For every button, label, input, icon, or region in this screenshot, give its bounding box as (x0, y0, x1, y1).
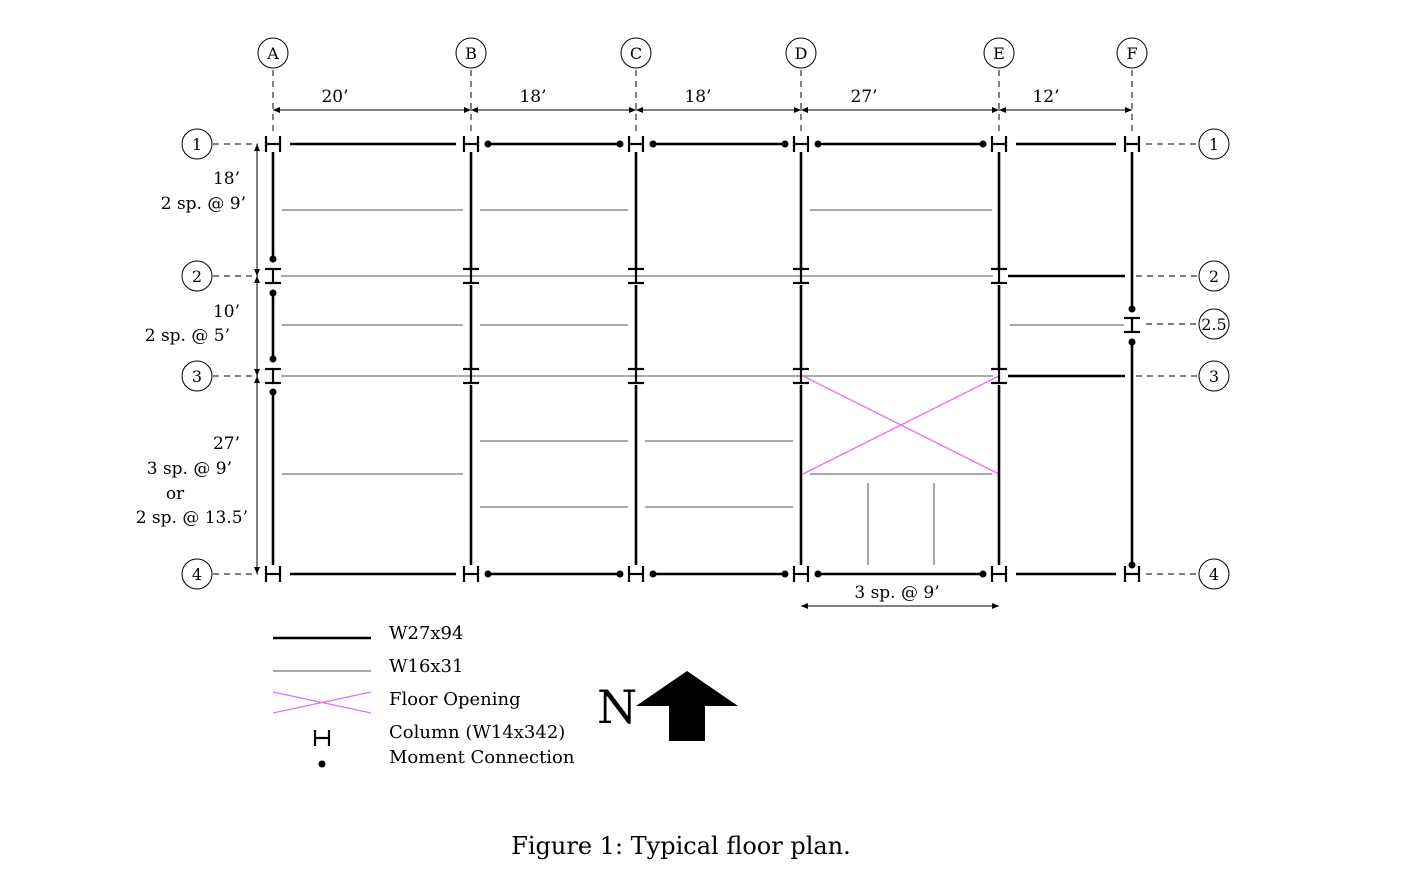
legend-label-opening: Floor Opening (389, 689, 521, 710)
grid-label: 4 (1209, 565, 1219, 584)
grid-bubble-F: F (1116, 37, 1148, 69)
columns (263, 134, 1142, 584)
grid-label: 3 (1209, 367, 1219, 386)
grid-bubble-E: E (983, 37, 1015, 69)
row-spacing-2-3-total: 10’ (213, 302, 240, 322)
grid-bubble-C: C (620, 37, 652, 69)
grid-label: B (465, 44, 477, 63)
figure-caption: Figure 1: Typical floor plan. (511, 832, 851, 860)
legend-label-secondary-beam: W16x31 (389, 656, 463, 677)
dimension-label-D-E: 27’ (850, 87, 877, 107)
north-indicator: N (597, 671, 738, 741)
grid-bubble-D: D (785, 37, 817, 69)
grid-bubble-row-1-left: 1 (181, 128, 213, 160)
grid-label: D (795, 44, 808, 63)
dimension-label-A-B: 20’ (321, 87, 348, 107)
grid-label: 4 (192, 565, 202, 584)
grid-bubble-row-1-right: 1 (1198, 128, 1230, 160)
grid-label: 2 (1209, 267, 1219, 286)
secondary-beams (281, 209, 1124, 565)
row-spacing-2-3-subdivision: 2 sp. @ 5’ (145, 326, 230, 346)
dimension-label-E-F: 12’ (1032, 87, 1059, 107)
row-spacing-1-2-total: 18’ (213, 169, 240, 189)
opening-dimension: 3 sp. @ 9’ (801, 583, 999, 609)
grid-bubble-row-3-right: 3 (1198, 360, 1230, 392)
legend-item-secondary-beam: W16x31 (273, 656, 463, 677)
north-arrow-icon (636, 671, 738, 741)
grid-label: 3 (192, 367, 202, 386)
row-spacing-3-4-total: 27’ (213, 434, 240, 454)
grid-column-bubbles: A B C D E F (257, 37, 1148, 69)
legend-item-column: Column (W14x342) (313, 722, 565, 746)
dimension-label-B-C: 18’ (519, 87, 546, 107)
legend-label-primary-beam: W27x94 (389, 623, 463, 644)
grid-bubble-B: B (455, 37, 487, 69)
grid-label: 1 (192, 135, 202, 154)
grid-label: C (630, 44, 642, 63)
grid-bubble-row-2-left: 2 (181, 260, 213, 292)
moment-connection-icon (318, 760, 326, 768)
moment-connections (269, 140, 1136, 578)
grid-label: E (993, 44, 1005, 63)
column-icon (313, 730, 331, 746)
top-dimension-line (273, 107, 1132, 113)
legend-item-opening: Floor Opening (272, 689, 521, 714)
legend-item-primary-beam: W27x94 (273, 623, 463, 644)
row-spacing-3-4-option-1: 3 sp. @ 9’ (147, 459, 232, 479)
row-spacing-3-4-or: or (166, 484, 185, 504)
top-dimension-labels: 20’ 18’ 18’ 27’ 12’ (321, 87, 1059, 107)
floor-opening (802, 375, 1000, 475)
primary-beams (271, 142, 1134, 576)
legend: W27x94 W16x31 Floor Opening Column (W14x… (272, 623, 575, 768)
grid-label: A (266, 44, 279, 63)
dimension-label-C-D: 18’ (684, 87, 711, 107)
grid-label: 2 (192, 267, 202, 286)
grid-bubble-row-3-left: 3 (181, 360, 213, 392)
grid-row-bubbles-left: 1 2 3 4 (181, 128, 213, 590)
grid-row-dashes (213, 143, 1198, 575)
left-dimension-line (254, 144, 260, 574)
grid-bubble-row-4-left: 4 (181, 558, 213, 590)
grid-bubble-row-2-right: 2 (1198, 260, 1230, 292)
opening-dimension-label: 3 sp. @ 9’ (854, 583, 939, 603)
grid-bubble-row-2-5-right: 2.5 (1198, 308, 1230, 340)
grid-bubble-row-4-right: 4 (1198, 558, 1230, 590)
grid-bubble-A: A (257, 37, 289, 69)
grid-row-bubbles-right: 1 2 2.5 3 4 (1198, 128, 1230, 590)
grid-label: 1 (1209, 135, 1219, 154)
north-label: N (597, 680, 637, 734)
row-spacing-1-2-subdivision: 2 sp. @ 9’ (161, 194, 246, 214)
grid-label: F (1126, 44, 1137, 63)
legend-label-column: Column (W14x342) (389, 722, 565, 743)
row-spacing-3-4-option-2: 2 sp. @ 13.5’ (136, 508, 248, 528)
legend-label-moment-connection: Moment Connection (389, 747, 575, 768)
grid-label: 2.5 (1201, 315, 1226, 334)
left-dimension-labels: 18’ 2 sp. @ 9’ 10’ 2 sp. @ 5’ 27’ 3 sp. … (136, 169, 248, 528)
legend-item-moment-connection: Moment Connection (318, 747, 575, 768)
